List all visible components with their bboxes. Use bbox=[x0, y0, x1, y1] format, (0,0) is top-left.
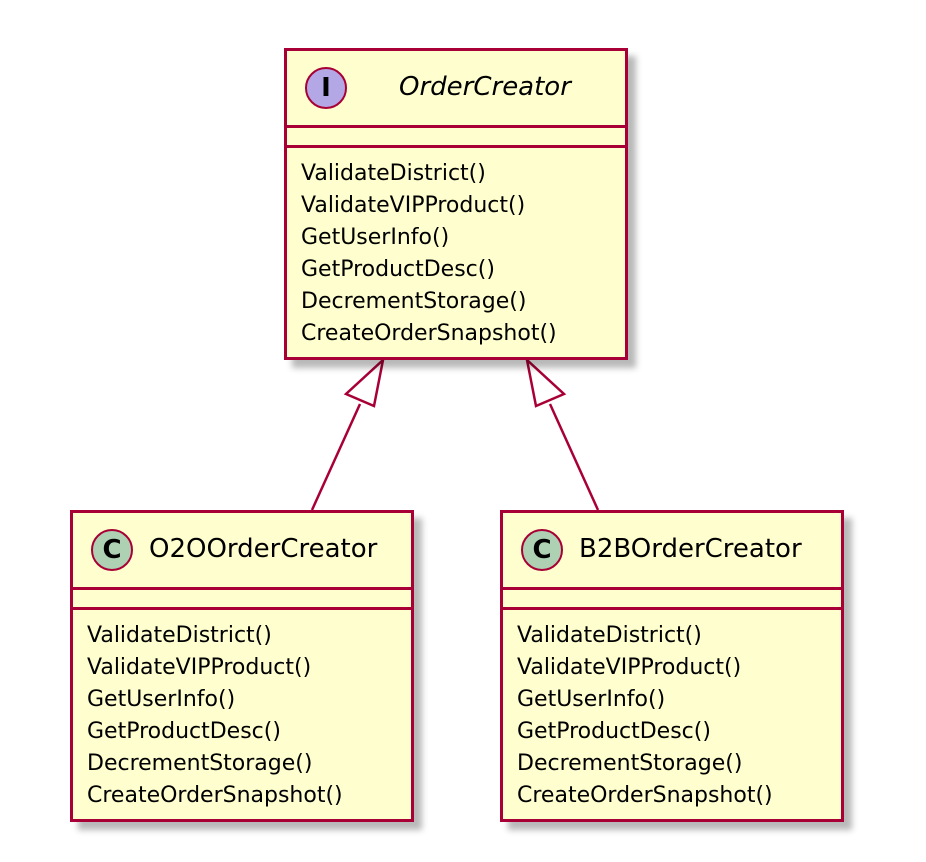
fields-section bbox=[503, 590, 841, 610]
class-name: B2BOrderCreator bbox=[579, 534, 802, 564]
method: GetUserInfo() bbox=[87, 687, 236, 712]
class-header: C B2BOrderCreator bbox=[503, 513, 841, 590]
method: DecrementStorage() bbox=[87, 751, 313, 776]
method: GetProductDesc() bbox=[517, 719, 711, 744]
methods-section: ValidateDistrict() ValidateVIPProduct() … bbox=[287, 148, 625, 350]
method: ValidateDistrict() bbox=[87, 623, 272, 648]
class-o2oordercreator[interactable]: C O2OOrderCreator ValidateDistrict() Val… bbox=[70, 510, 414, 822]
method: CreateOrderSnapshot() bbox=[301, 321, 557, 346]
class-badge-icon: C bbox=[91, 529, 133, 571]
method: GetProductDesc() bbox=[87, 719, 281, 744]
class-header: C O2OOrderCreator bbox=[73, 513, 411, 590]
hollow-triangle-arrowhead bbox=[525, 356, 567, 408]
method: ValidateDistrict() bbox=[301, 161, 486, 186]
edge-b2b-to-interface bbox=[525, 356, 600, 511]
method: ValidateDistrict() bbox=[517, 623, 702, 648]
class-name: O2OOrderCreator bbox=[149, 534, 378, 564]
method: CreateOrderSnapshot() bbox=[87, 783, 343, 808]
method: GetUserInfo() bbox=[301, 225, 450, 250]
methods-section: ValidateDistrict() ValidateVIPProduct() … bbox=[73, 610, 411, 812]
methods-section: ValidateDistrict() ValidateVIPProduct() … bbox=[503, 610, 841, 812]
method: ValidateVIPProduct() bbox=[87, 655, 312, 680]
interface-badge-icon: I bbox=[305, 67, 347, 109]
method: DecrementStorage() bbox=[517, 751, 743, 776]
method: GetUserInfo() bbox=[517, 687, 666, 712]
fields-section bbox=[287, 128, 625, 148]
edge-o2o-to-interface bbox=[310, 356, 385, 511]
method: CreateOrderSnapshot() bbox=[517, 783, 773, 808]
class-b2bordercreator[interactable]: C B2BOrderCreator ValidateDistrict() Val… bbox=[500, 510, 844, 822]
method: GetProductDesc() bbox=[301, 257, 495, 282]
fields-section bbox=[73, 590, 411, 610]
class-badge-icon: C bbox=[521, 529, 563, 571]
class-name: OrderCreator bbox=[399, 72, 571, 102]
method: ValidateVIPProduct() bbox=[517, 655, 742, 680]
class-header: I OrderCreator bbox=[287, 51, 625, 128]
method: DecrementStorage() bbox=[301, 289, 527, 314]
hollow-triangle-arrowhead bbox=[343, 356, 385, 408]
method: ValidateVIPProduct() bbox=[301, 193, 526, 218]
interface-ordercreator[interactable]: I OrderCreator ValidateDistrict() Valida… bbox=[284, 48, 628, 360]
